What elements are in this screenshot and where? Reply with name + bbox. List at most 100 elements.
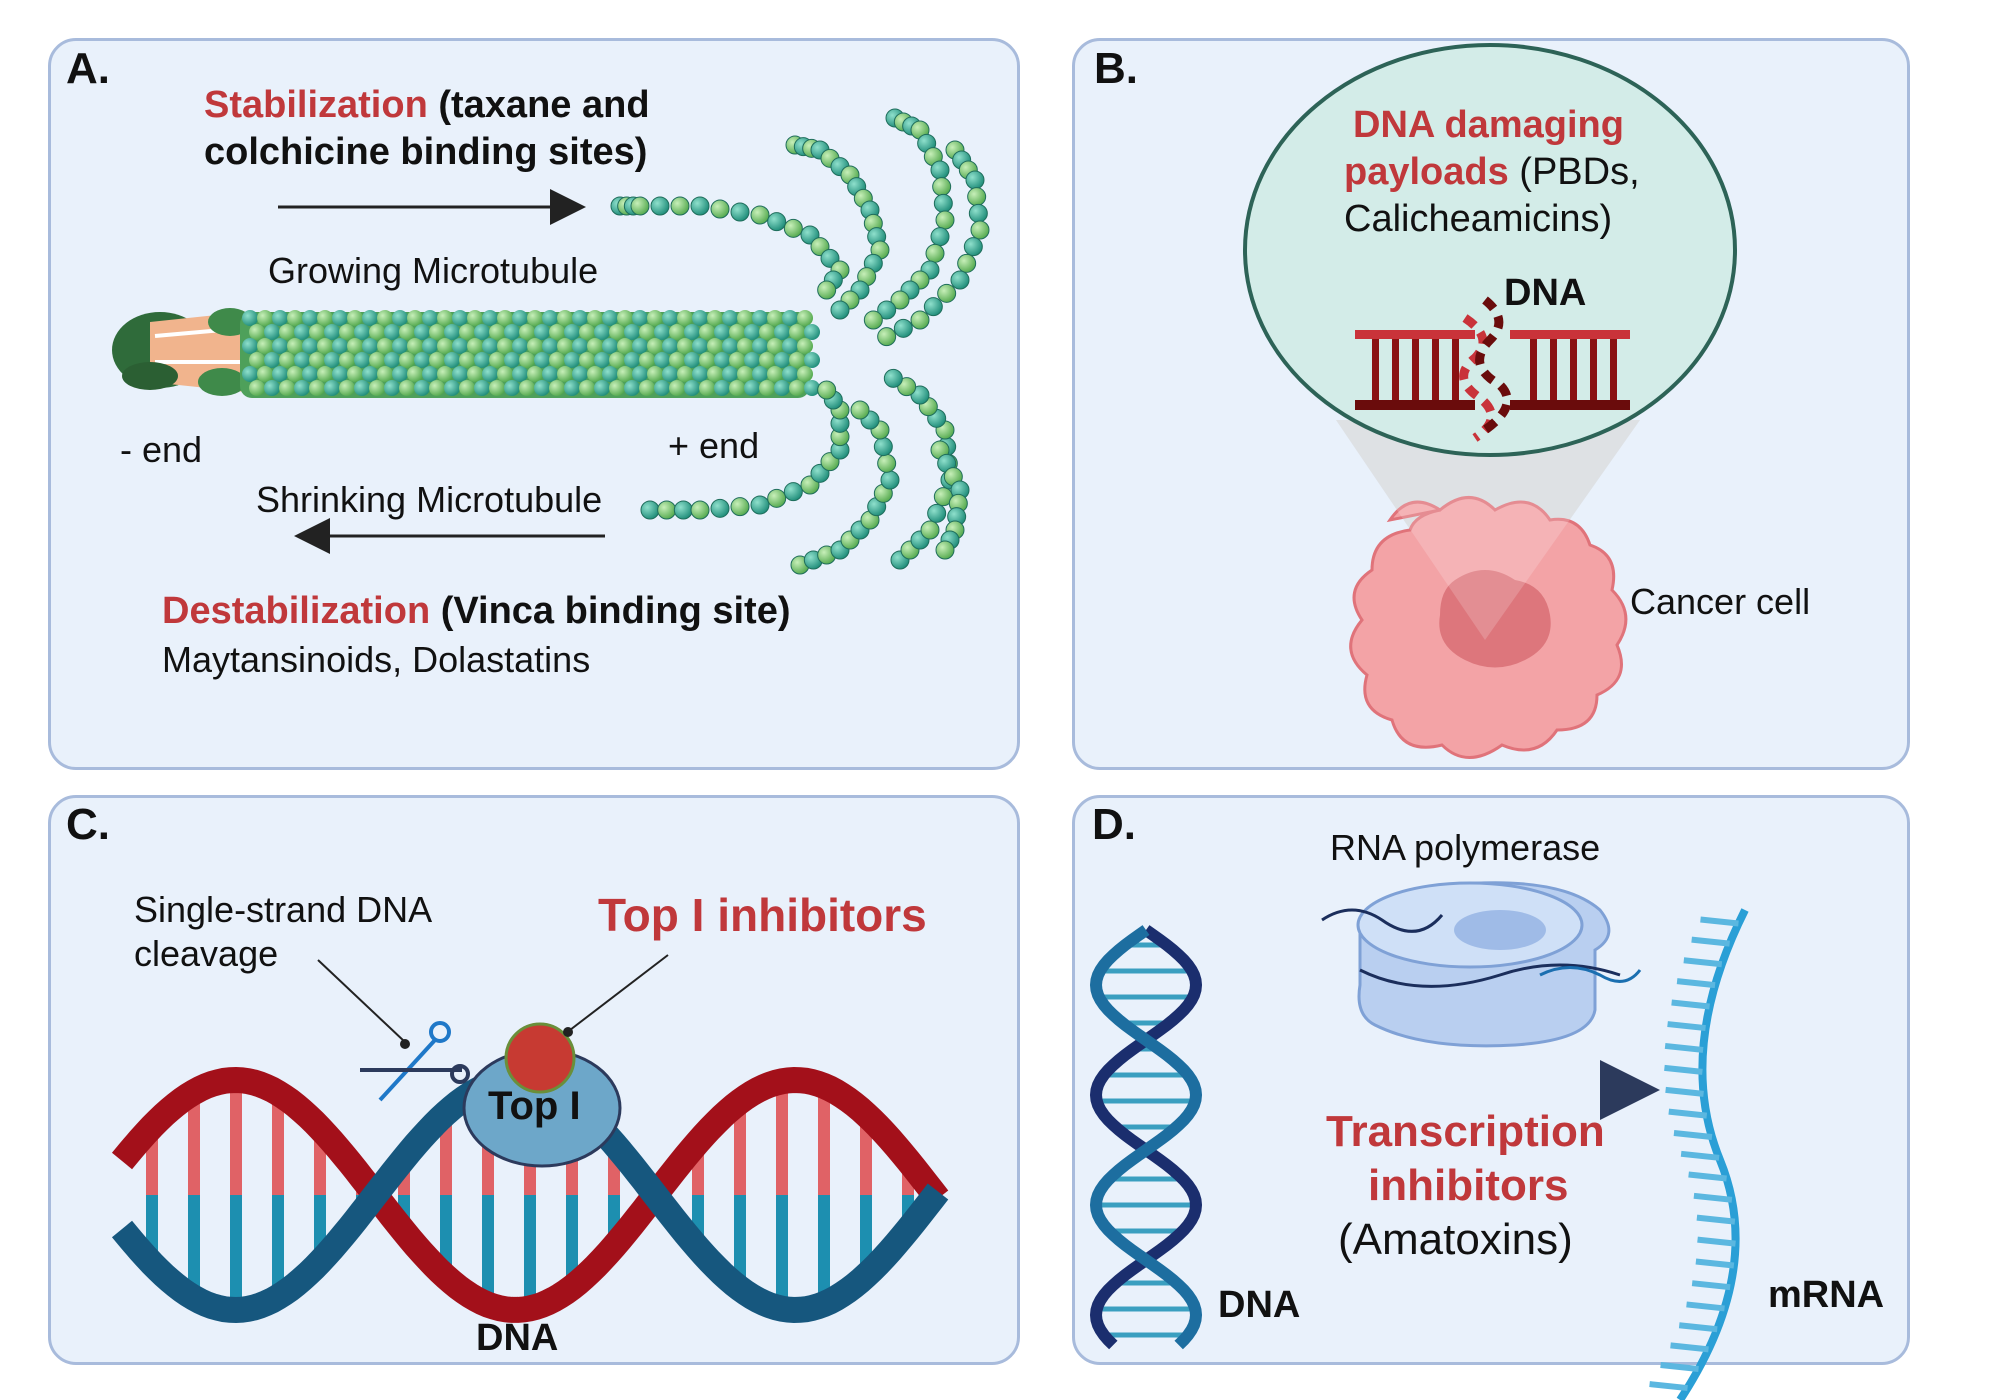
mrna-base bbox=[1686, 1301, 1725, 1312]
destabilization-line2: Maytansinoids, Dolastatins bbox=[162, 639, 591, 680]
shrinking-microtubule-label: Shrinking Microtubule bbox=[256, 479, 603, 520]
mrna-base bbox=[1667, 1021, 1706, 1032]
tubulin-bead bbox=[804, 352, 820, 368]
mrna-strand bbox=[1676, 908, 1749, 1400]
tubulin-bead bbox=[347, 366, 363, 382]
tubulin-bead bbox=[527, 366, 543, 382]
mrna-base bbox=[1660, 1362, 1699, 1372]
base-pair bbox=[230, 1080, 242, 1195]
tubulin-bead bbox=[752, 310, 768, 326]
tubulin-bead bbox=[437, 310, 453, 326]
tubulin-bead bbox=[797, 338, 813, 354]
tubulin-bead bbox=[369, 324, 385, 340]
tubulin-bead bbox=[362, 310, 378, 326]
mrna-base bbox=[1678, 1322, 1718, 1333]
tubulin-bead bbox=[767, 338, 783, 354]
mrna-base bbox=[1673, 1130, 1713, 1140]
tubulin-bead bbox=[542, 366, 558, 382]
stabilization-label: Stabilization bbox=[204, 84, 428, 126]
protofilament-bead bbox=[965, 170, 985, 190]
protofilament-bead bbox=[883, 368, 903, 388]
tubulin-bead bbox=[429, 352, 445, 368]
minus-end-cap bbox=[112, 308, 252, 396]
tubulin-bead bbox=[737, 338, 753, 354]
dna-strand-navy bbox=[1089, 925, 1203, 1350]
base-pair bbox=[188, 1195, 200, 1298]
microtubule-lattice bbox=[242, 310, 820, 396]
stabilization-detail: (taxane and bbox=[427, 84, 650, 126]
tubulin-bead bbox=[767, 310, 783, 326]
tubulin-bead bbox=[624, 380, 640, 396]
tubulin-bead bbox=[414, 352, 430, 368]
tubulin-bead bbox=[707, 310, 723, 326]
tubulin-bead bbox=[789, 380, 805, 396]
tubulin-bead bbox=[504, 380, 520, 396]
tubulin-bead bbox=[377, 338, 393, 354]
protofilament-bead bbox=[970, 220, 990, 240]
tubulin-bead bbox=[482, 310, 498, 326]
tubulin-bead bbox=[294, 324, 310, 340]
tubulin-bead bbox=[669, 380, 685, 396]
tubulin-bead bbox=[572, 310, 588, 326]
tubulin-bead bbox=[744, 324, 760, 340]
mrna-base bbox=[1691, 1280, 1731, 1291]
tubulin-bead bbox=[339, 352, 355, 368]
tubulin-bead bbox=[459, 380, 475, 396]
tubulin-bead bbox=[549, 352, 565, 368]
tubulin-bead bbox=[324, 380, 340, 396]
payloads-label: payloads bbox=[1344, 151, 1509, 193]
tubulin-bead bbox=[452, 310, 468, 326]
destabilization-label: Destabilization bbox=[162, 590, 431, 632]
mrna-base bbox=[1683, 957, 1723, 968]
tubulin-bead bbox=[782, 366, 798, 382]
protofilament-bead bbox=[950, 270, 970, 290]
tubulin-bead bbox=[692, 338, 708, 354]
tubulin-bead bbox=[699, 352, 715, 368]
tubulin-bead bbox=[797, 366, 813, 382]
base-pair bbox=[776, 1195, 788, 1309]
tubulin-bead bbox=[767, 366, 783, 382]
tubulin-bead bbox=[579, 380, 595, 396]
protofilament-bead bbox=[670, 196, 690, 216]
tubulin-bead bbox=[354, 352, 370, 368]
tubulin-bead bbox=[474, 324, 490, 340]
top1-illustration bbox=[111, 954, 949, 1324]
tubulin-bead bbox=[602, 310, 618, 326]
tubulin-bead bbox=[459, 324, 475, 340]
tubulin-bead bbox=[354, 324, 370, 340]
tubulin-bead bbox=[287, 310, 303, 326]
tubulin-bead bbox=[669, 352, 685, 368]
protofilament-bead bbox=[750, 495, 770, 515]
tubulin-bead bbox=[797, 310, 813, 326]
protofilament-bead bbox=[873, 437, 893, 457]
tubulin-bead bbox=[369, 352, 385, 368]
protofilament-bead bbox=[877, 300, 897, 320]
top1-label: Top I bbox=[488, 1084, 581, 1128]
tubulin-bead bbox=[684, 324, 700, 340]
tubulin-bead bbox=[437, 338, 453, 354]
mrna-base bbox=[1680, 1150, 1720, 1161]
protofilament-bead bbox=[877, 453, 897, 473]
tubulin-bead bbox=[512, 366, 528, 382]
tubulin-bead bbox=[647, 366, 663, 382]
tubulin-bead bbox=[789, 352, 805, 368]
panel-letter-a: A. bbox=[66, 44, 110, 93]
tubulin-bead bbox=[444, 352, 460, 368]
tubulin-bead bbox=[422, 338, 438, 354]
tubulin-bead bbox=[662, 366, 678, 382]
protofilament-bead bbox=[890, 290, 910, 310]
mrna-base bbox=[1688, 1171, 1727, 1182]
tubulin-bead bbox=[399, 352, 415, 368]
tubulin-bead bbox=[714, 352, 730, 368]
tubulin-bead bbox=[722, 366, 738, 382]
protofilament-bead bbox=[932, 177, 952, 197]
broken-dna-ladder bbox=[1355, 296, 1630, 442]
base-pair bbox=[272, 1195, 284, 1298]
tubulin-bead bbox=[609, 352, 625, 368]
protofilament-bead bbox=[933, 193, 953, 213]
protofilament-bead bbox=[930, 160, 950, 180]
transcription-line1: Transcription bbox=[1326, 1107, 1605, 1156]
tubulin-bead bbox=[287, 366, 303, 382]
mrna-base bbox=[1668, 1108, 1708, 1119]
